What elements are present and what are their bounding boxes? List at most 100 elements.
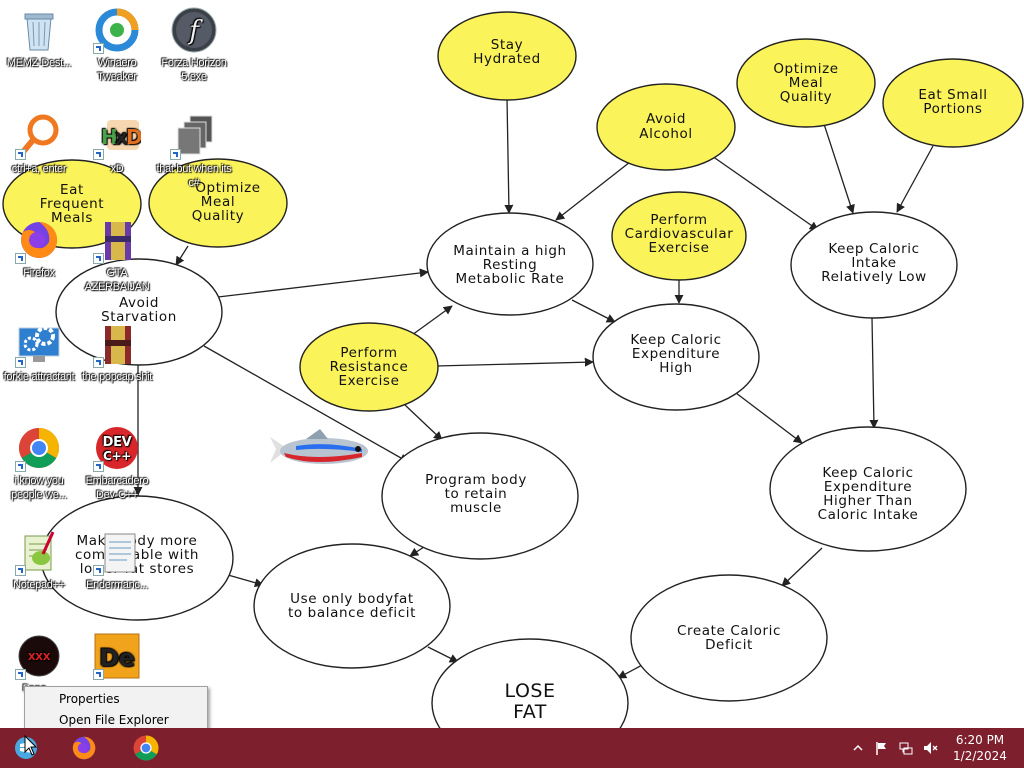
desktop-icon-label: Forza Horizon 5.exe <box>161 57 227 83</box>
chrome-icon <box>133 735 159 761</box>
firefox-icon <box>72 736 96 760</box>
desktop-icon-label: xD <box>110 163 124 175</box>
svg-text:C++: C++ <box>103 449 131 463</box>
action-center-flag-icon[interactable] <box>874 740 890 756</box>
notepad-plus-plus-icon <box>15 528 63 576</box>
desktop-icon-endermanch[interactable]: Endermanc... <box>79 528 155 592</box>
desktop-icon-label: i know you people we... <box>11 475 67 501</box>
svg-text:DEV: DEV <box>103 435 132 450</box>
winaero-tweaker-icon <box>93 6 141 54</box>
taskbar-firefox-button[interactable] <box>60 728 108 768</box>
firefox-icon <box>15 216 63 264</box>
context-menu-item-open-file-explorer[interactable]: Open File Explorer <box>59 713 169 727</box>
desktop-icon-notepad-plus-plus[interactable]: Notepad++ <box>1 528 77 592</box>
desktop-icon-winaero-tweaker[interactable]: Winaero Tweaker <box>79 6 155 84</box>
desktop-icon-label: MEMZ-Dest... <box>6 57 72 69</box>
desktop-icon-the-popcap-shit[interactable]: the popcap shit <box>79 320 155 384</box>
taskbar-chrome-button[interactable] <box>122 728 170 768</box>
desktop-icon-label: forkie attractant <box>3 371 75 383</box>
desktop-icon-memz[interactable]: MEMZ-Dest... <box>1 6 77 70</box>
taskbar: 6:20 PM 1/2/2024 <box>0 728 1024 768</box>
desktop-icon-forkie-attractant[interactable]: forkie attractant <box>1 320 77 384</box>
desktop-icon-chrome-shortcut[interactable]: i know you people we... <box>1 424 77 502</box>
taskbar-clock[interactable]: 6:20 PM 1/2/2024 <box>944 732 1016 764</box>
desktop-icon-label: Notepad++ <box>13 579 65 591</box>
desktop-icon-gta-azerbaijan[interactable]: GTA AZERBAIJAN <box>79 216 155 294</box>
clock-time: 6:20 PM <box>955 733 1005 747</box>
desktop-icon-label: Firefox <box>23 267 55 279</box>
desktop-icon-that-but-when-its-csharp[interactable]: that but when its c# <box>156 112 232 190</box>
text-document-icon <box>93 528 141 576</box>
control-panel-gear-icon <box>15 320 63 368</box>
neon-tetra-fish-image <box>270 429 368 464</box>
desktop-icon-de-app[interactable]: De ... <box>79 632 155 696</box>
de-app-icon: De <box>93 632 141 680</box>
flash-exe-icon: f <box>170 6 218 54</box>
desktop-icon-ctrl-a-enter[interactable]: ctrl+a, enter <box>1 112 77 176</box>
context-menu-item-properties[interactable]: Properties <box>59 692 120 706</box>
clock-date: 1/2/2024 <box>953 749 1007 763</box>
show-hidden-icons-chevron-icon[interactable] <box>850 740 866 756</box>
svg-text:De: De <box>99 644 135 672</box>
desktop-icon-label: Winaero Tweaker <box>97 57 137 83</box>
desktop-icon-firefox[interactable]: Firefox <box>1 216 77 280</box>
desktop-icon-label: Embarcadero Dev-C++ <box>85 475 149 501</box>
network-icon[interactable] <box>898 740 914 756</box>
context-menu: Properties Open File Explorer <box>24 686 208 728</box>
dark-circle-app-icon: XXX <box>15 632 63 680</box>
winrar-archive-icon <box>93 216 141 264</box>
svg-text:D: D <box>126 125 141 149</box>
diagram-arrows <box>133 97 934 679</box>
system-tray: 6:20 PM 1/2/2024 <box>0 728 1024 768</box>
stacked-windows-icon <box>170 112 218 160</box>
desktop-icon-label: the popcap shit <box>81 371 153 383</box>
svg-text:H: H <box>101 125 117 149</box>
recycle-bin-icon <box>15 6 63 54</box>
desktop-icon-label: that but when its c# <box>156 163 232 189</box>
svg-text:x: x <box>115 125 128 149</box>
winrar-archive-icon <box>93 320 141 368</box>
desktop-icon-forza-horizon[interactable]: f Forza Horizon 5.exe <box>156 6 232 84</box>
svg-text:XXX: XXX <box>28 652 51 663</box>
desktop-icon-label: ctrl+a, enter <box>11 163 67 175</box>
volume-muted-icon[interactable] <box>922 740 938 756</box>
desktop-icon-label: Endermanc... <box>86 579 148 591</box>
desktop-icon-label: GTA AZERBAIJAN <box>84 267 150 293</box>
magnifier-app-icon <box>15 112 63 160</box>
mouse-cursor-icon <box>24 735 38 756</box>
